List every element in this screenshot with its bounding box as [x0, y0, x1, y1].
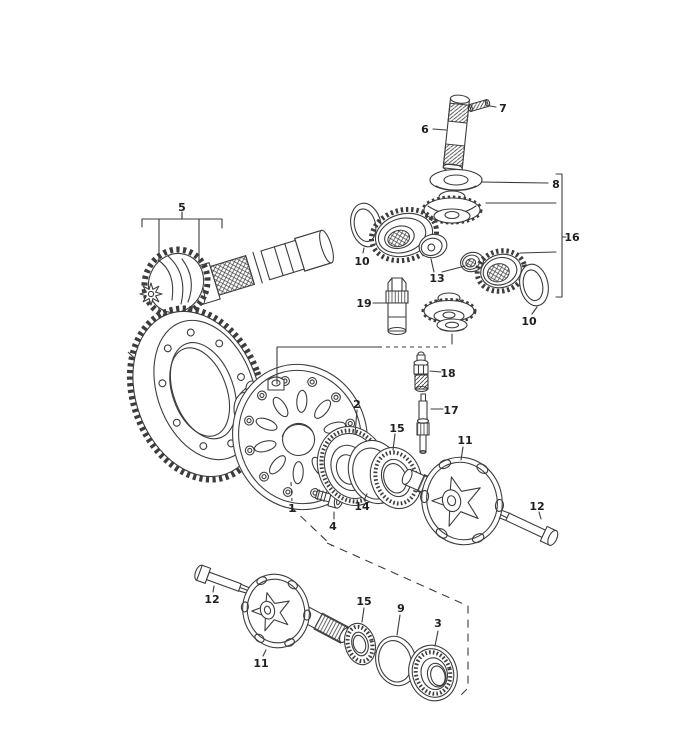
callout-6: 6: [421, 123, 429, 136]
callout-10-left: 10: [354, 255, 370, 268]
callout-12-left: 12: [204, 593, 219, 606]
plug-19: [385, 277, 409, 336]
fitting-18: [413, 351, 429, 393]
callout-2: 2: [353, 398, 361, 411]
side-gear-left: [368, 206, 440, 264]
callout-11-left: 11: [253, 657, 268, 670]
bevel-gear-top: [421, 190, 483, 225]
callout-7: 7: [499, 102, 507, 115]
callout-11-right: 11: [457, 434, 472, 447]
pinion-shaft: [139, 229, 334, 320]
roll-pin-7: [467, 99, 491, 112]
ring-9: [375, 635, 417, 687]
leader-lines: [181, 105, 542, 657]
bearing-3: [408, 644, 458, 702]
washer-below-bevel: [436, 318, 468, 332]
bolt-12-right: [498, 510, 559, 546]
callout-16: 16: [564, 231, 580, 244]
thrust-washer-10-right: [519, 263, 549, 307]
flange-11-right: [420, 456, 504, 546]
bracket-16: [481, 173, 567, 298]
flange-11-left: [240, 573, 312, 649]
callout-4: 4: [329, 520, 337, 533]
spider-shaft-6: [442, 94, 470, 173]
pin-17: [416, 393, 430, 455]
callout-17: 17: [443, 404, 458, 417]
thrust-washer-8: [429, 168, 483, 192]
callout-14: 14: [354, 500, 370, 513]
callout-12-right: 12: [529, 500, 544, 513]
callout-8: 8: [552, 178, 560, 191]
callout-3: 3: [434, 617, 442, 630]
callout-15-bottom: 15: [356, 595, 371, 608]
callout-9: 9: [397, 602, 405, 615]
seal-15-bottom: [343, 622, 377, 666]
ring-gear: [126, 305, 268, 483]
pinion-gear-13a: [418, 233, 448, 259]
callout-5: 5: [178, 201, 186, 214]
callout-18: 18: [440, 367, 455, 380]
bolt-12-left: [194, 564, 249, 594]
callout-13: 13: [429, 272, 444, 285]
callout-15-center: 15: [389, 422, 404, 435]
callout-1: 1: [288, 502, 296, 515]
assembly-reference-lines: [276, 333, 453, 385]
case-top-boss: [267, 376, 285, 391]
callout-19: 19: [356, 297, 371, 310]
callout-labels: 5 6 7 8 16 10 13 10 19 18 17 2 15 14 1 4…: [178, 102, 580, 670]
bevel-gear-bottom: [421, 292, 477, 324]
callout-10-right: 10: [521, 315, 537, 328]
